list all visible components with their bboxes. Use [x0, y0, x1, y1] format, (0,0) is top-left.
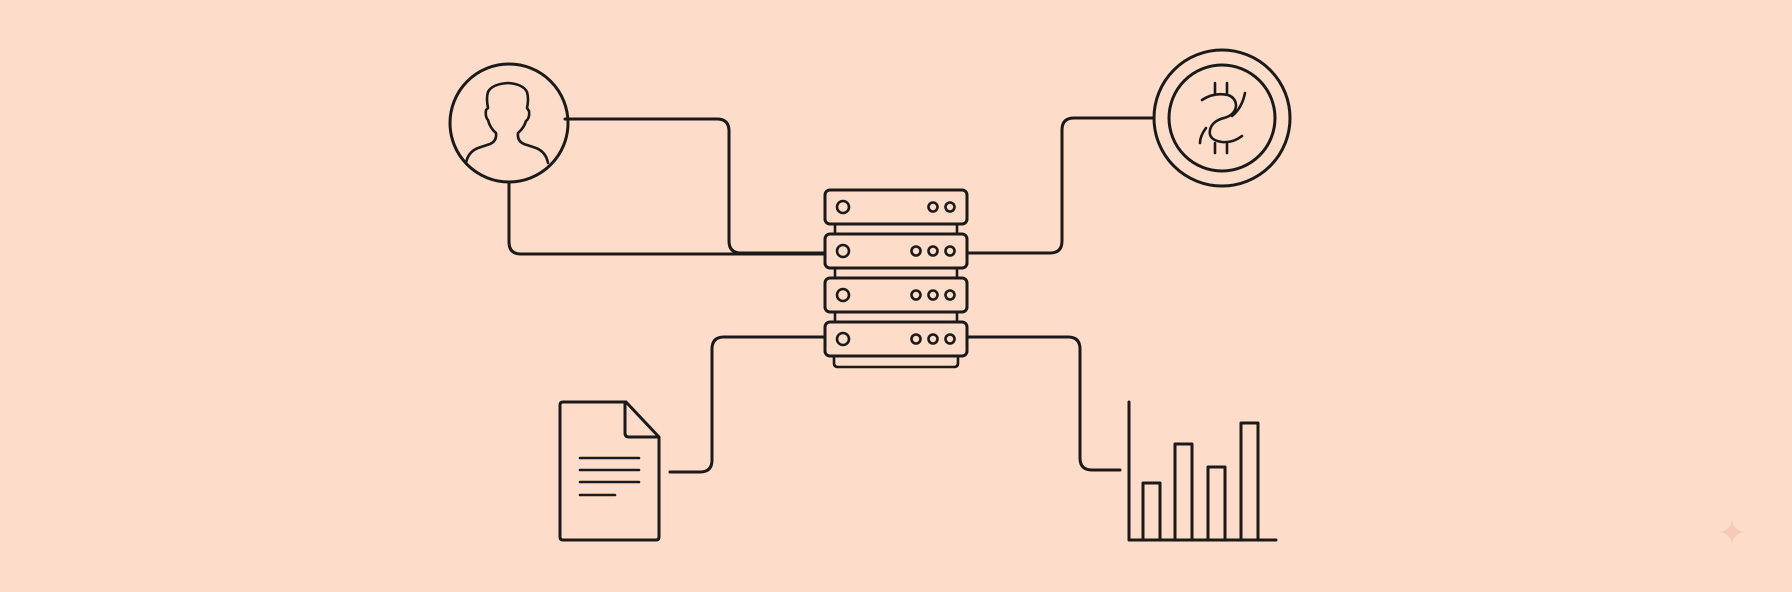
bar-chart-icon [1127, 400, 1278, 542]
bitcoin-coin-icon [1152, 48, 1292, 188]
sparkle-watermark-icon [1720, 520, 1744, 544]
connector-user-server [507, 117, 827, 256]
document-icon [558, 400, 661, 542]
connector-document-server [668, 335, 827, 474]
connector-crypto-server [966, 116, 1154, 255]
user-avatar-icon [448, 62, 570, 184]
server-rack-icon [823, 188, 969, 369]
connector-analytics-server [966, 335, 1122, 472]
